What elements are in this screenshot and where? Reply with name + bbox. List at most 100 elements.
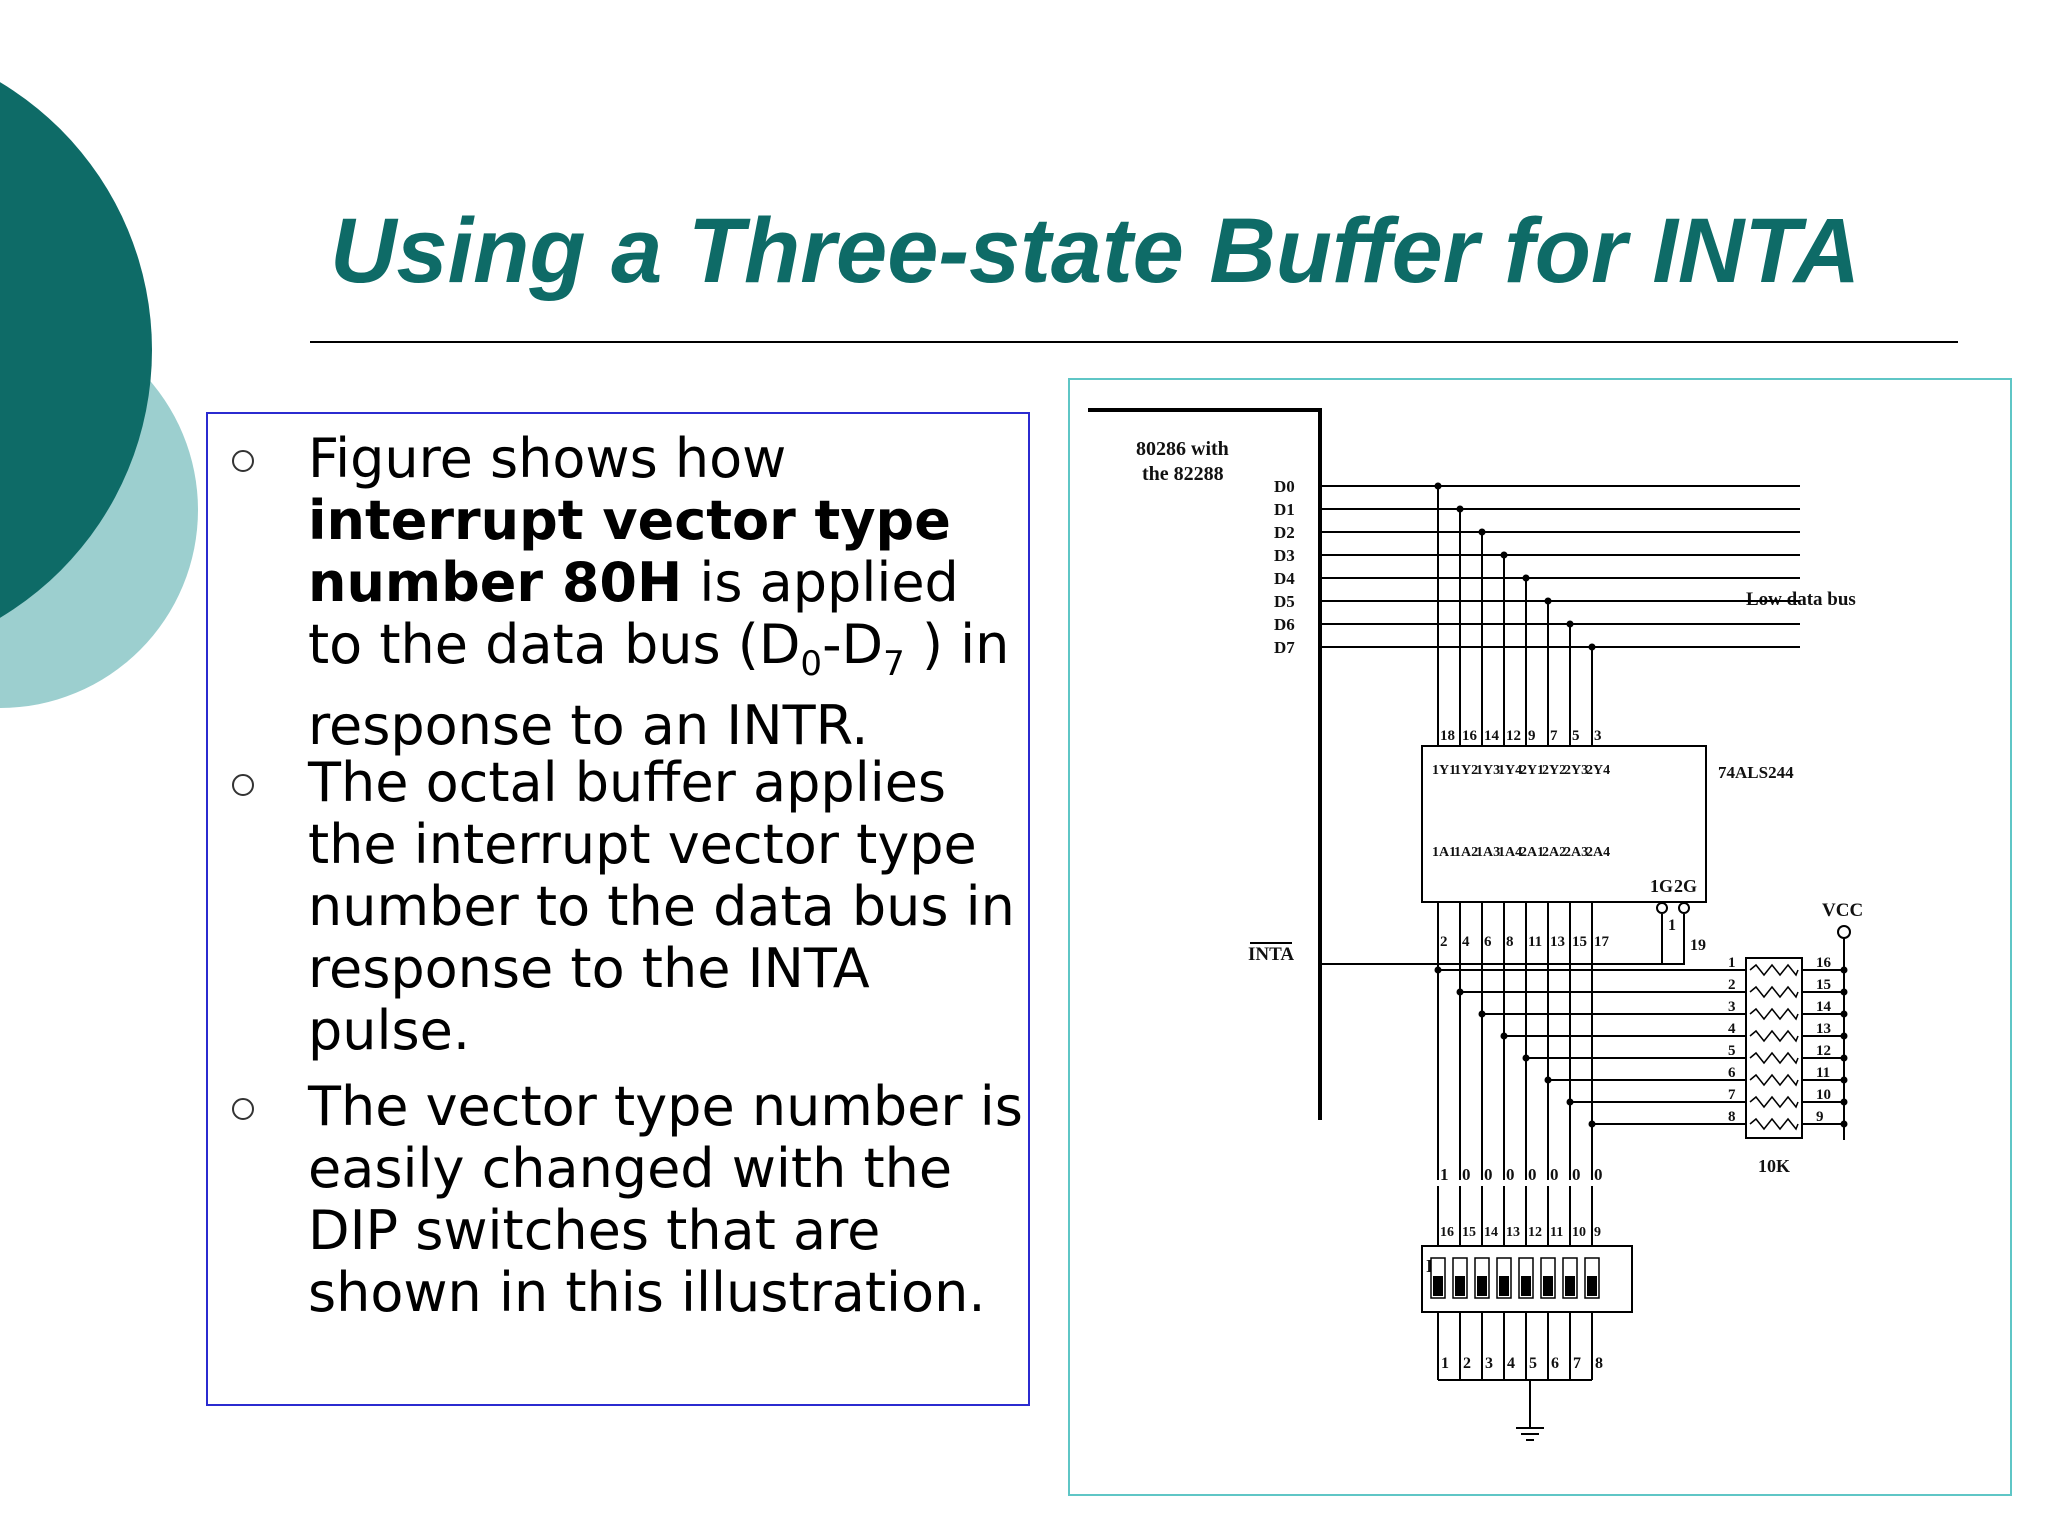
switch-knob [1455,1276,1465,1296]
bullet-1-text: Figure shows how interrupt vector type n… [308,427,1010,757]
resistor-right-pin-number: 15 [1816,977,1831,993]
data-line-label: D0 [1274,477,1295,496]
chip-a-input-label: 2A2 [1542,845,1566,860]
junction-dot [1566,620,1574,628]
switch-knob [1521,1276,1531,1296]
junction-dot [1522,1054,1530,1062]
junction-dot [1840,1054,1848,1062]
junction-dot [1522,574,1530,582]
resistor-left-pin-number: 8 [1728,1109,1736,1125]
resistor-left-pin-number: 3 [1728,999,1736,1015]
data-line-label: D7 [1274,638,1295,657]
resistor-left-pin-number: 6 [1728,1065,1736,1081]
resistor-right-pin-number: 10 [1816,1087,1831,1103]
chip-y-output-label: 2Y2 [1542,763,1566,778]
switch-bottom-pin-number: 2 [1463,1355,1471,1372]
inta-line [1320,914,1685,965]
switch-value: 0 [1594,1165,1603,1184]
data-line-label: D4 [1274,569,1295,588]
slide-title: Using a Three-state Buffer for INTA [330,200,1861,302]
resistor-right-pin-number: 16 [1816,955,1832,971]
resistor-zigzag [1749,985,1799,999]
switch-value: 0 [1572,1165,1581,1184]
data-line-label: D3 [1274,546,1295,565]
switch-bottom-pin-number: 8 [1595,1355,1603,1372]
resistor-left-pin-number: 1 [1728,955,1736,971]
junction-dot [1456,988,1464,996]
switch-value: 0 [1462,1165,1471,1184]
chip-bottom-pin-number: 17 [1594,934,1610,950]
data-line-label: D1 [1274,500,1295,519]
chip-g-pin-2g: 2G [1674,876,1697,896]
chip-top-pin-number: 18 [1440,728,1455,744]
switch-knob [1499,1276,1509,1296]
chip-y-output-label: 2Y1 [1520,763,1544,778]
switch-top-pin-number: 9 [1594,1225,1601,1240]
gate-1g-bubble [1656,902,1668,914]
cpu-label-line-1: 80286 with [1136,438,1229,460]
junction-dot [1434,966,1442,974]
resistor-left-pin-number: 7 [1728,1087,1736,1103]
resistor-zigzag [1749,1051,1799,1065]
switch-knob [1587,1276,1597,1296]
resistor-right-pin-number: 9 [1816,1109,1824,1125]
circuit-figure: 80286 with the 82288 Low data bus 74ALS2… [1068,378,2012,1496]
chip-top-pin-number: 3 [1594,728,1602,744]
text-box: Figure shows how interrupt vector type n… [206,412,1030,1406]
bullet-circle-icon [232,1098,254,1120]
chip-bottom-pin-number: 6 [1484,934,1492,950]
chip-74als244 [1421,745,1707,903]
data-line-label: D2 [1274,523,1295,542]
switch-bottom-pin-number: 4 [1507,1355,1515,1372]
resistor-pack [1745,957,1803,1139]
switch-value: 0 [1484,1165,1493,1184]
data-line-label: D6 [1274,615,1295,634]
chip-bottom-pin-number: 8 [1506,934,1514,950]
switch-top-pin-number: 11 [1550,1225,1563,1240]
switch-knob [1565,1276,1575,1296]
chip-bottom-pin-number: 15 [1572,934,1587,950]
switch-top-pin-number: 12 [1528,1225,1542,1240]
junction-dot [1478,1010,1486,1018]
chip-bottom-pin-number: 11 [1528,934,1542,950]
junction-dot [1588,643,1596,651]
switch-bottom-pin-number: 6 [1551,1355,1559,1372]
chip-y-output-label: 1Y3 [1476,763,1500,778]
switch-value: 1 [1440,1165,1449,1184]
chip-a-input-label: 1A4 [1498,845,1522,860]
junction-dot [1840,966,1848,974]
chip-a-input-label: 2A4 [1586,845,1610,860]
chip-a-input-label: 2A1 [1520,845,1544,860]
chip-top-pin-number: 9 [1528,728,1536,744]
bullet-3-text: The vector type number is easily changed… [308,1075,1023,1324]
junction-dot [1456,505,1464,513]
resistor-left-pin-number: 5 [1728,1043,1736,1059]
resistor-zigzag [1749,963,1799,977]
chip-a-input-label: 1A2 [1454,845,1478,860]
circuit-diagram: 80286 with the 82288 Low data bus 74ALS2… [1088,408,1863,1441]
chip-g-pin-1g: 1G [1650,876,1673,896]
chip-a-input-label: 1A1 [1432,845,1456,860]
g-pin-number-19: 19 [1690,937,1706,954]
chip-y-output-label: 2Y3 [1564,763,1588,778]
switch-top-pin-number: 15 [1462,1225,1476,1240]
junction-dot [1478,528,1486,536]
junction-dot [1840,1120,1848,1128]
inta-label: INTA [1248,944,1294,965]
cpu-label-line-2: the 82288 [1142,463,1224,485]
chip-a-input-label: 1A3 [1476,845,1500,860]
bullet-2-text: The octal buffer applies the interrupt v… [308,751,1015,1062]
vcc-label: VCC [1822,900,1863,921]
resistor-right-pin-number: 13 [1816,1021,1831,1037]
chip-top-pin-number: 5 [1572,728,1580,744]
junction-dot [1588,1120,1596,1128]
junction-dot [1840,1076,1848,1084]
resistor-right-pin-number: 11 [1816,1065,1830,1081]
switch-bottom-pin-number: 3 [1485,1355,1493,1372]
switch-mark: I [1426,1256,1433,1276]
switch-top-pin-number: 10 [1572,1225,1586,1240]
chip-top-pin-number: 7 [1550,728,1558,744]
resistor-zigzag [1749,1073,1799,1087]
junction-dot [1566,1098,1574,1106]
switch-knob [1477,1276,1487,1296]
